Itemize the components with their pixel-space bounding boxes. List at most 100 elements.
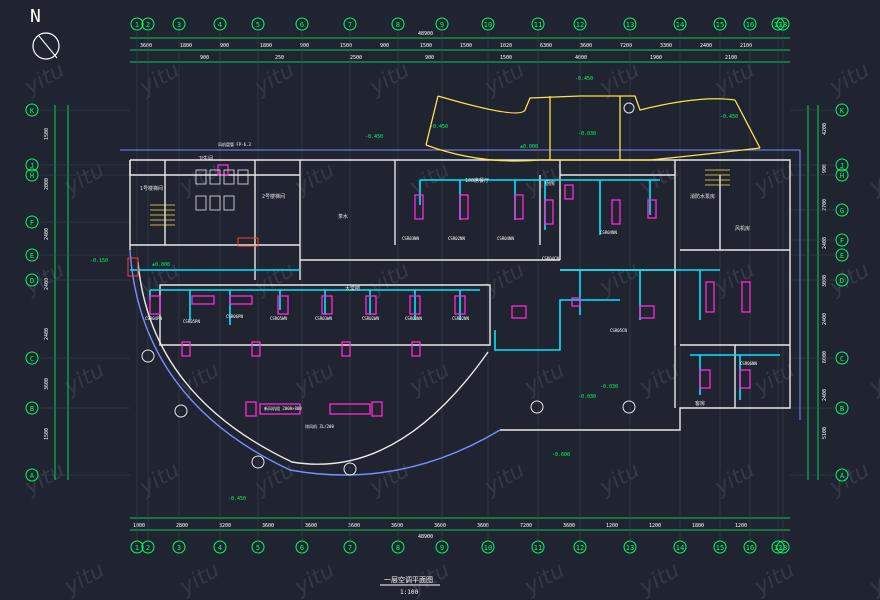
watermark-text: yitu xyxy=(635,558,684,600)
axis-label: 14 xyxy=(676,544,684,552)
equipment-label: CSR04NN xyxy=(497,236,514,241)
axis-bubble-top: 15 xyxy=(713,17,727,31)
room-label: 风机房 xyxy=(735,225,750,232)
axis-bubble-bottom: 7 xyxy=(343,540,357,554)
watermark-text: yitu xyxy=(290,158,339,201)
room-label: 1号楼梯间 xyxy=(140,185,163,192)
equipment-label: CSR02WN xyxy=(362,316,379,321)
axis-bubble-top: 12 xyxy=(573,17,587,31)
note-label: 风机盘管 FP-6.3 xyxy=(218,141,251,147)
watermark-text: yitu xyxy=(175,358,224,401)
axis-bubble-top: 1 xyxy=(130,17,144,31)
axis-label: C xyxy=(30,355,34,363)
dimension-text: 2800 xyxy=(176,523,188,529)
dimension-text: 900 xyxy=(380,43,389,49)
equipment-unit xyxy=(739,369,751,389)
axis-label: 5 xyxy=(256,21,260,29)
room-label: 卫生间 xyxy=(198,155,213,162)
elevation-labels: -0.450-0.450-0.450±0.000-0.150±0.000-0.0… xyxy=(90,76,738,502)
dimension-text: 7200 xyxy=(620,43,632,49)
equipment-unit xyxy=(245,401,257,417)
axis-label: 15 xyxy=(716,544,724,552)
equipment-layer xyxy=(149,164,751,417)
dimension-text: 2400 xyxy=(822,313,828,325)
watermark-text: yitu xyxy=(750,358,799,401)
axis-bubble-top: 11 xyxy=(531,17,545,31)
equipment-unit xyxy=(365,295,377,315)
axis-label: 11 xyxy=(534,21,542,29)
elevation-mark: ±0.000 xyxy=(520,144,538,150)
axis-label: B xyxy=(840,405,844,413)
dimension-text: 1800 xyxy=(180,43,192,49)
axis-bubble-left: H xyxy=(25,168,39,182)
watermark-text: yitu xyxy=(365,58,414,101)
round-columns xyxy=(141,349,636,476)
axis-bubble-top: 10 xyxy=(481,17,495,31)
equipment-unit xyxy=(251,341,261,357)
equipment-unit xyxy=(191,295,215,305)
axis-label: 1 xyxy=(135,21,139,29)
watermark-text: yitu xyxy=(135,58,184,101)
dimension-text: 2400 xyxy=(44,228,50,240)
equipment-unit xyxy=(181,341,191,357)
axis-label: 13 xyxy=(626,21,634,29)
north-arrow-icon xyxy=(32,32,60,60)
watermark-text: yitu xyxy=(595,258,644,301)
axis-label: J xyxy=(30,162,34,170)
equipment-label: CSR02NN xyxy=(448,236,465,241)
north-label: N xyxy=(30,6,41,27)
axis-bubble-top: 6 xyxy=(295,17,309,31)
axis-bubble-bottom: 10 xyxy=(481,540,495,554)
axis-bubble-left: D xyxy=(25,273,39,287)
equipment-unit xyxy=(411,341,421,357)
axis-label: A xyxy=(30,472,35,480)
room-label: 消防水泵房 xyxy=(690,193,715,200)
dimension-text: 900 xyxy=(220,43,229,49)
equipment-unit xyxy=(277,295,289,315)
dimension-text: 2700 xyxy=(822,199,828,211)
axis-label: 8 xyxy=(396,544,400,552)
axis-label: F xyxy=(840,237,844,245)
watermark-text: yitu xyxy=(60,558,109,600)
stairs-icon xyxy=(150,169,730,226)
dimension-text: 900 xyxy=(300,43,309,49)
dimension-text: 1200 xyxy=(735,523,747,529)
dimension-text: 250 xyxy=(275,55,284,61)
dimension-text: 2500 xyxy=(350,55,362,61)
equipment-unit xyxy=(741,281,751,313)
dimension-text: 2100 xyxy=(740,43,752,49)
axis-bubble-top: 4 xyxy=(213,17,227,31)
equipment-unit xyxy=(699,369,711,389)
elevation-mark: -0.600 xyxy=(552,452,570,458)
axis-bubble-top: 18 xyxy=(776,17,790,31)
equipment-unit xyxy=(564,184,574,200)
watermark-text: yitu xyxy=(405,158,454,201)
watermark-text: yitu xyxy=(595,458,644,501)
equipment-unit xyxy=(571,297,581,307)
axis-label: 17 xyxy=(774,21,782,29)
equipment-label: CSR05WN xyxy=(270,316,287,321)
axis-label: 10 xyxy=(484,21,492,29)
watermark-text: yitu xyxy=(250,258,299,301)
watermark-text: yitu xyxy=(480,458,529,501)
dimension-text: 3600 xyxy=(44,378,50,390)
axis-bubble-bottom: 1 xyxy=(130,540,144,554)
note-label: 新风机组 2000×800 xyxy=(264,405,302,411)
right-axis-column: KJHGFEDCBA420090027002400300024006000240… xyxy=(807,103,849,482)
elevation-mark: -0.450 xyxy=(720,114,738,120)
dimension-text: 2400 xyxy=(700,43,712,49)
duct-network xyxy=(130,179,780,400)
equipment-label: CSR05CN xyxy=(610,328,627,333)
axis-label: 10 xyxy=(484,544,492,552)
dimension-text: 1500 xyxy=(500,55,512,61)
axis-label: K xyxy=(840,107,845,115)
axis-bubble-right: B xyxy=(835,401,849,415)
watermark-text: yitu xyxy=(865,358,880,401)
dimension-text: 2400 xyxy=(44,328,50,340)
equipment-unit xyxy=(647,199,657,219)
axis-bubble-right: C xyxy=(835,351,849,365)
dimension-text: 3300 xyxy=(660,43,672,49)
axis-bubble-left: B xyxy=(25,401,39,415)
